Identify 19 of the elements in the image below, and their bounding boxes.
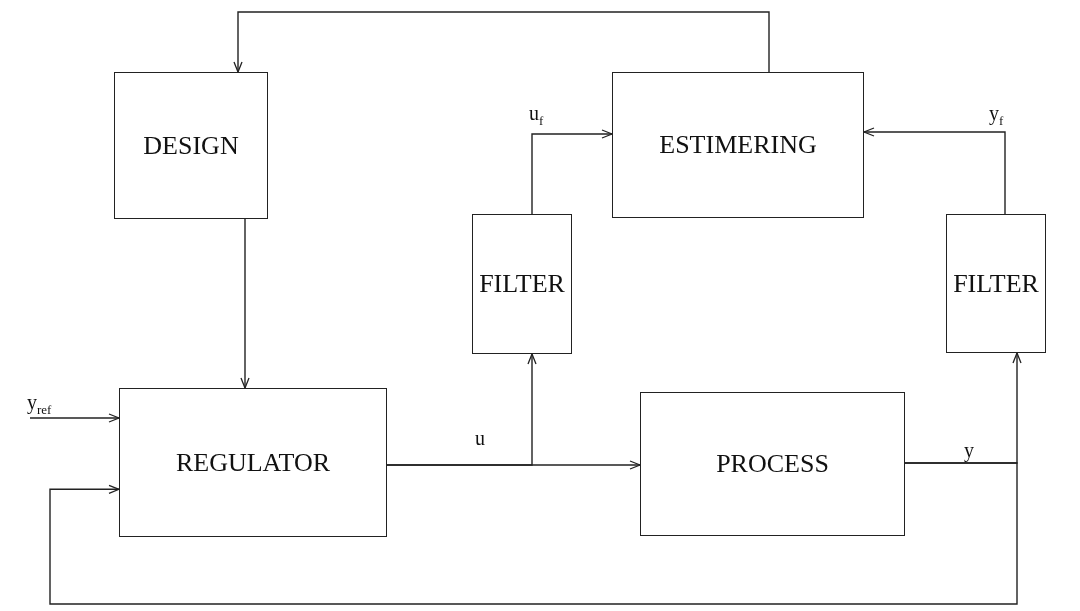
arrow <box>29 413 120 423</box>
box-label: FILTER <box>479 269 565 299</box>
process-box <box>114 72 268 219</box>
arrow <box>49 462 1018 605</box>
process-box <box>946 214 1046 353</box>
process-box <box>612 72 864 218</box>
arrow <box>233 11 770 73</box>
box-label: FILTER <box>953 268 1039 299</box>
box-label: PROCESS <box>716 449 829 479</box>
arrow <box>863 127 1006 215</box>
process-box <box>119 388 387 537</box>
process-box <box>472 214 572 354</box>
process-box <box>640 392 905 536</box>
arrow <box>386 353 537 466</box>
box-label: REGULATOR <box>175 447 331 478</box>
box-label: DESIGN <box>143 130 239 161</box>
box-label: ESTIMERING <box>659 130 817 160</box>
arrow <box>531 129 613 215</box>
arrow <box>240 218 250 389</box>
